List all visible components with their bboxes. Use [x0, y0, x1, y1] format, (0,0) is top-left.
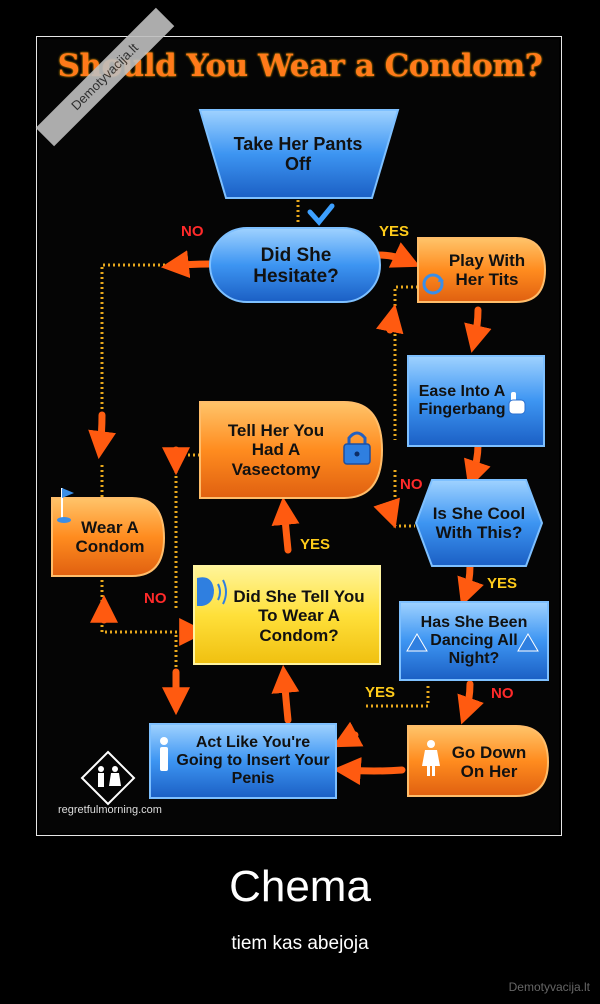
node-hesitate: Did She Hesitate? — [253, 244, 339, 287]
node-take-pants: Take Her Pants Off — [233, 133, 363, 174]
node-go-down-shape — [407, 725, 550, 797]
caption-subtitle: tiem kas abejoja — [231, 933, 369, 954]
node-act-like: Act Like You're Going to Insert Your Pen… — [176, 734, 330, 787]
node-vasectomy-shape — [199, 401, 384, 499]
label-no-tell: NO — [144, 590, 167, 607]
node-ease-into: Ease Into A Fingerbang — [418, 383, 506, 418]
flag-icon — [57, 488, 74, 523]
flow-arrows — [88, 242, 492, 786]
node-dancing: Has She Been Dancing All Night? — [420, 614, 528, 667]
node-cool-with: Is She Cool With This? — [432, 503, 526, 542]
caption-title: Chema — [229, 862, 371, 911]
label-yes-dancing: YES — [365, 684, 396, 701]
node-go-down: Go Down On Her — [451, 742, 527, 781]
node-icons — [57, 273, 539, 806]
node-play-tits-shape — [417, 237, 547, 303]
node-wear-condom: Wear A Condom — [75, 517, 145, 556]
node-wear-condom-shape — [51, 497, 166, 577]
credit-text: regretfulmorning.com — [58, 804, 162, 816]
node-hesitate-shape — [209, 227, 381, 303]
bottom-watermark: Demotyvacija.lt — [508, 980, 590, 994]
couple-sign-icon — [80, 750, 136, 806]
hand-pointer-icon — [508, 392, 526, 415]
lock-icon — [343, 431, 371, 465]
node-take-pants-shape — [198, 109, 400, 199]
label-yes-cool: YES — [487, 575, 518, 592]
label-no-dancing: NO — [491, 685, 514, 702]
label-no-cool: NO — [400, 476, 423, 493]
man-icon — [160, 737, 168, 771]
label-yes-vasectomy: YES — [300, 536, 331, 553]
node-play-tits: Play With Her Tits — [448, 250, 526, 289]
node-cool-shape — [414, 479, 544, 567]
woman-icon — [422, 740, 440, 776]
warning-left-icon — [406, 633, 428, 652]
speaking-head-icon — [197, 577, 227, 606]
check-icon — [307, 203, 335, 226]
refresh-icon — [422, 273, 444, 295]
node-shapes — [51, 109, 550, 799]
label-no-hesitate: NO — [181, 223, 204, 240]
label-yes-hesitate: YES — [379, 223, 410, 240]
node-vasectomy: Tell Her You Had A Vasectomy — [227, 421, 325, 479]
warning-right-icon — [517, 633, 539, 652]
node-did-she-tell: Did She Tell You To Wear A Condom? — [233, 587, 365, 645]
node-act-like-shape — [149, 723, 337, 799]
